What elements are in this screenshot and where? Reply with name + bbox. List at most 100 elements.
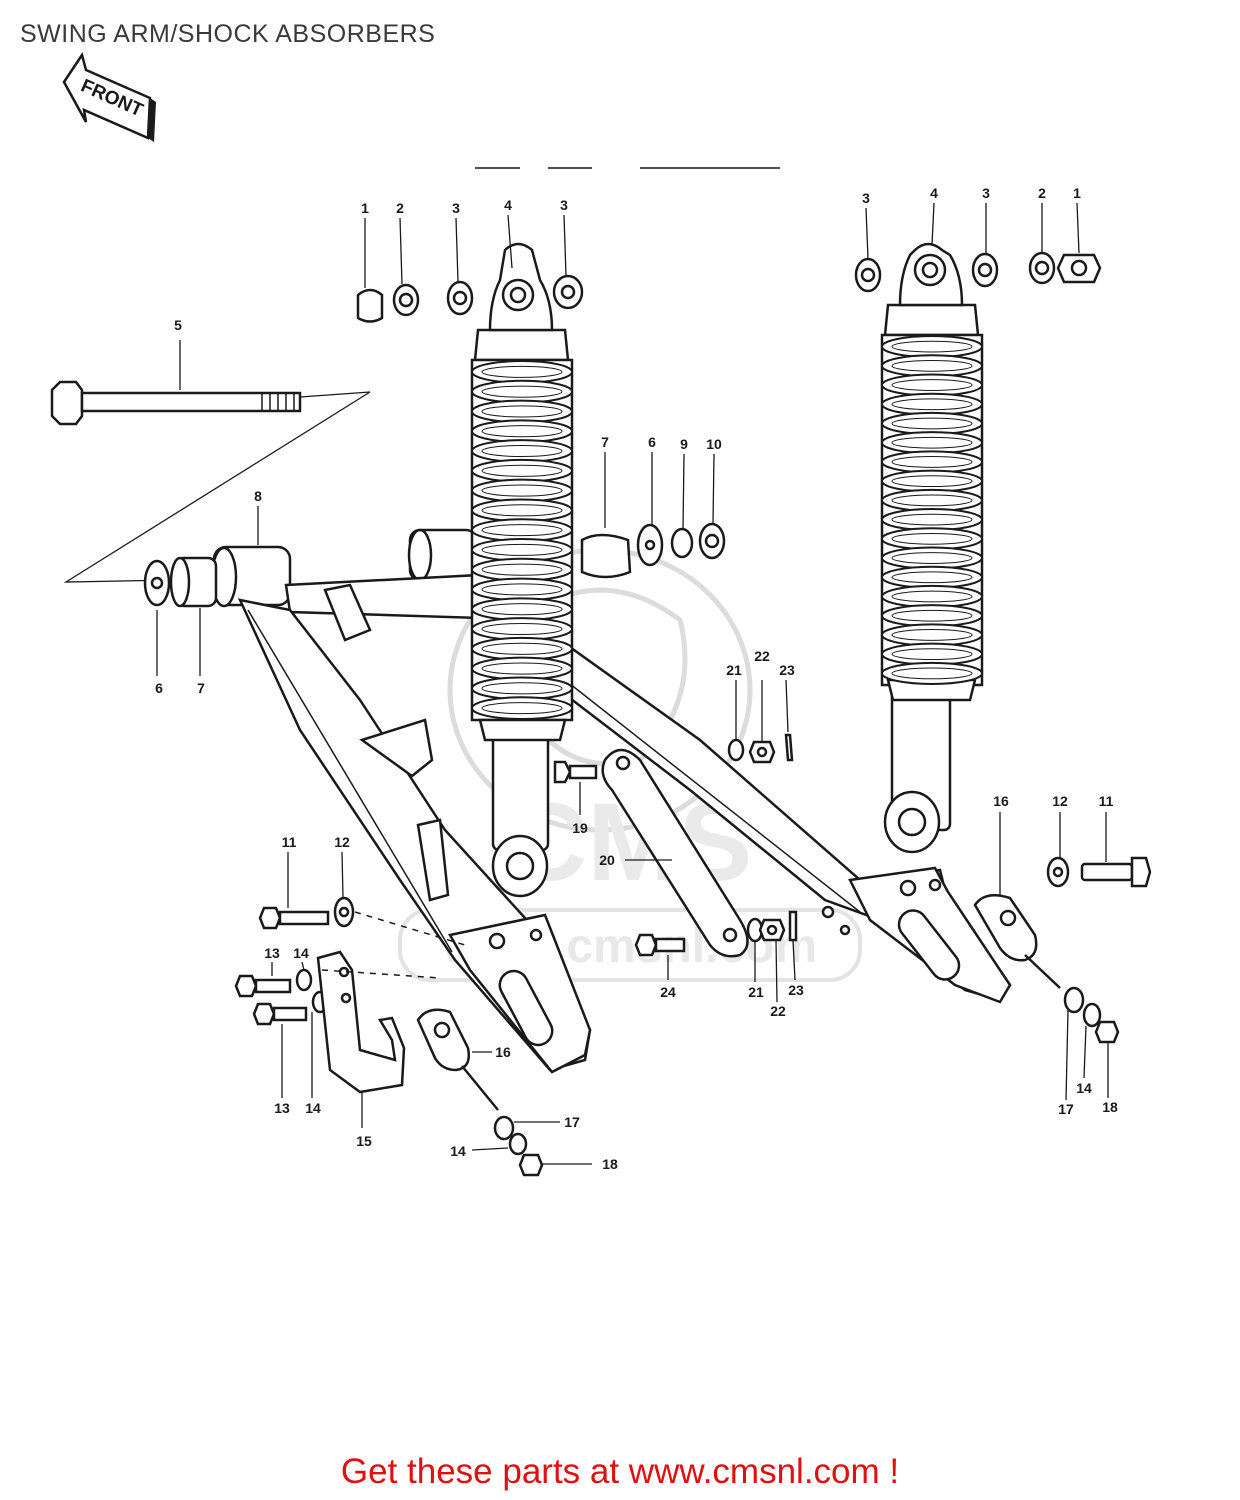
spring-coil xyxy=(471,577,573,602)
callout-3: 3 xyxy=(862,190,870,206)
spring-coil xyxy=(471,478,573,503)
spring-coil xyxy=(471,538,573,562)
callout-14: 14 xyxy=(293,945,309,961)
spring-coil-inner xyxy=(481,385,563,398)
parts-link-footer[interactable]: Get these parts at www.cmsnl.com ! xyxy=(340,1452,900,1491)
spring-coil xyxy=(471,439,573,463)
spring-coil-inner xyxy=(891,379,973,391)
callout-4: 4 xyxy=(504,197,512,213)
callout-11: 11 xyxy=(1099,793,1114,809)
chain-adjuster-left xyxy=(416,1008,592,1177)
torque-link xyxy=(601,748,749,958)
chain-adjuster-right xyxy=(973,812,1152,1101)
spring-coil xyxy=(881,604,983,628)
callout-17: 17 xyxy=(1058,1101,1074,1117)
callout-21: 21 xyxy=(748,984,764,1000)
torque-link-hardware-lower xyxy=(634,910,798,1003)
spring-coil-inner xyxy=(481,365,563,378)
callout-22: 22 xyxy=(754,648,770,664)
spring-coil-inner xyxy=(891,340,973,353)
torque-link-hardware-upper xyxy=(727,679,794,764)
spring-coil-inner xyxy=(891,398,973,411)
spring-coil-inner xyxy=(481,405,563,418)
spring-coil xyxy=(881,354,983,378)
callout-10: 10 xyxy=(706,436,722,452)
spring-coil-inner xyxy=(481,504,563,517)
callout-4: 4 xyxy=(930,185,938,201)
spring-coil xyxy=(471,399,573,424)
spring-coil xyxy=(471,458,573,483)
spring-coil-inner xyxy=(891,532,973,545)
bolt-19 xyxy=(553,760,598,815)
spring-coil-inner xyxy=(481,563,563,576)
callout-1: 1 xyxy=(1073,185,1081,201)
spring-coil-inner xyxy=(481,662,563,675)
spring-coil-inner xyxy=(481,642,563,655)
spring-coil xyxy=(471,597,573,622)
spring-coil-inner xyxy=(481,444,563,458)
spring-coil-inner xyxy=(891,552,973,564)
callout-16: 16 xyxy=(495,1044,511,1060)
spring-coil-inner xyxy=(891,417,973,430)
callout-13: 13 xyxy=(274,1100,290,1116)
spring-coil-inner xyxy=(891,571,973,584)
callout-labels: 1 2 3 4 3 3 4 3 2 1 5 8 6 7 7 6 9 10 21 … xyxy=(155,185,1118,1172)
shock-top-hardware-right xyxy=(854,251,1102,293)
callout-17: 17 xyxy=(564,1114,580,1130)
spring-coil xyxy=(471,676,573,701)
callout-21: 21 xyxy=(726,662,742,678)
callout-8: 8 xyxy=(254,488,262,504)
callout-9: 9 xyxy=(680,436,688,452)
callout-13: 13 xyxy=(264,945,280,961)
callout-12: 12 xyxy=(334,834,350,850)
callout-16: 16 xyxy=(993,793,1009,809)
spring-coil xyxy=(881,661,983,685)
spring-coil xyxy=(881,335,983,359)
spring-coil-inner xyxy=(481,425,563,438)
spring-coil xyxy=(881,411,983,436)
spring-coil xyxy=(881,488,983,512)
spring-coil xyxy=(881,431,983,455)
callout-23: 23 xyxy=(779,662,795,678)
callout-22: 22 xyxy=(770,1003,786,1019)
diagram-title: SWING ARM/SHOCK ABSORBERS xyxy=(20,20,436,48)
pivot-axis-guide xyxy=(63,391,371,583)
spring-coil-inner xyxy=(481,682,563,695)
callout-14: 14 xyxy=(450,1143,466,1159)
callout-7: 7 xyxy=(197,680,205,696)
callout-14: 14 xyxy=(1076,1080,1092,1096)
spring-coil xyxy=(471,656,573,681)
spring-coil xyxy=(881,373,983,397)
shock-absorber-right xyxy=(880,242,984,854)
callout-14: 14 xyxy=(305,1100,321,1116)
callout-3: 3 xyxy=(452,200,460,216)
pivot-collar-left xyxy=(143,556,218,676)
spring-coil-inner xyxy=(891,456,973,468)
spring-coil xyxy=(881,642,983,666)
spring-coil-inner xyxy=(891,590,973,603)
shock-absorber-left xyxy=(470,242,574,898)
callout-7: 7 xyxy=(601,434,609,450)
spring-coil-inner xyxy=(481,702,563,715)
spring-coil-inner xyxy=(481,583,563,596)
spring-coil-inner xyxy=(891,629,973,641)
callout-2: 2 xyxy=(1038,185,1046,201)
spring-coil xyxy=(881,565,983,589)
spring-coil-inner xyxy=(481,524,563,537)
callout-23: 23 xyxy=(788,982,804,998)
spring-coil xyxy=(471,379,573,404)
front-arrow-icon: FRONT xyxy=(62,52,156,142)
spring-coil xyxy=(471,419,573,444)
left-side-hardware xyxy=(234,851,466,1128)
callout-6: 6 xyxy=(648,434,656,450)
callout-18: 18 xyxy=(602,1156,618,1172)
spring-coil-inner xyxy=(481,464,563,477)
spring-coil-inner xyxy=(891,648,973,661)
spring-coil-inner xyxy=(481,603,563,616)
callout-3: 3 xyxy=(560,197,568,213)
callout-5: 5 xyxy=(174,317,182,333)
callout-2: 2 xyxy=(396,200,404,216)
callout-6: 6 xyxy=(155,680,163,696)
swing-arm xyxy=(210,528,1012,1074)
spring-coil-inner xyxy=(891,436,973,449)
